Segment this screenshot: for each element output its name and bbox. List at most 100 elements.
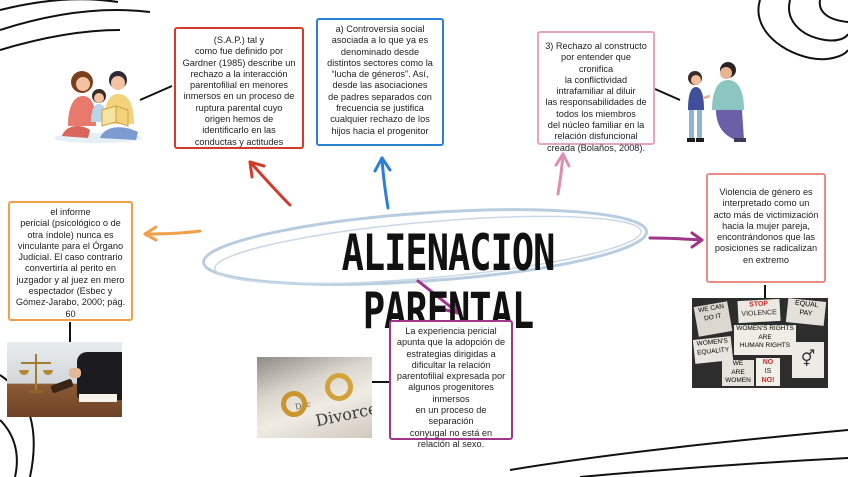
box-line: en extremo [713,255,819,266]
box-line: La experiencia pericial [396,326,506,337]
box-line: hijos hacia el progenitor [323,126,437,137]
sign-text: NO! [756,376,780,385]
box-line: la conflictividad [544,75,648,86]
box-line: “lucha de géneros”. Así, [323,69,437,80]
arrow-to-rechazo [556,154,569,194]
connector-nurse [655,89,680,100]
connector-family [140,86,172,100]
family-reading-illustration [52,66,144,144]
box-line: Judicial. El caso contrario [15,252,126,263]
box-line: las responsabilidades de [544,97,648,108]
violencia-genero-box: Violencia de género es interpretado como… [706,173,826,283]
controversia-box: a) Controversia social asociada a lo que… [316,18,444,146]
sign: WOMEN'S RIGHTS ARE HUMAN RIGHTS [734,325,796,355]
box-line: Gardner (1985) describe un [181,58,297,69]
box-line: estrategias dirigidas a [396,349,506,360]
box-line: acto más de victimización [713,210,819,221]
box-line: todos los miembros [544,109,648,120]
ring-left-icon [281,391,307,417]
box-line: relación disfuncional [544,131,648,142]
judge-gavel-photo [7,342,122,417]
box-line: a) Controversia social [323,24,437,35]
box-line: ruptura parental cuyo [181,103,297,114]
scales-icon [19,354,53,394]
box-line: pericial (psicológico o de [15,218,126,229]
box-line: distintos sectores como la [323,58,437,69]
box-line: espectador (Esbec y [15,286,126,297]
gavel-icon [50,378,73,393]
box-line: otra índole) nunca es [15,230,126,241]
nurse-child-illustration [680,56,752,146]
box-line: parentofilial en menores [181,80,297,91]
box-line: dificultar la relación [396,360,506,371]
sign-text: WE [722,360,754,369]
box-line: juzgador y al juez en mero [15,275,126,286]
sign-text: ARE [734,334,796,343]
box-line: apunta que la adopción de [396,337,506,348]
box-line: convertiría al perito en [15,263,126,274]
sign-text: NO [756,358,780,367]
sign-text: ARE [722,369,754,378]
box-line: rechazo a la interacción [181,69,297,80]
informe-pericial-box: el informe pericial (psicológico o de ot… [8,201,133,321]
sign: NO IS NO! [756,358,780,386]
box-line: encontrándonos que las [713,232,819,243]
box-line: Violencia de género es [713,187,819,198]
box-line: cualquier rechazo de los [323,114,437,125]
divorce-text: Divorce [314,399,372,431]
box-line: denominado desde [323,47,437,58]
protest-signs-photo: STOP VIOLENCE EQUAL PAY WOMEN'S RIGHTS A… [692,298,828,388]
sign: STOP VIOLENCE [737,299,780,323]
box-line: frecuencia se justifica [323,103,437,114]
box-line: vinculante para el Órgano [15,241,126,252]
sign: WE ARE WOMEN [722,360,754,386]
box-line: inmersos en un proceso de [181,91,297,102]
box-line: Gómez-Jarabo, 2000; pág. [15,297,126,308]
arrow-to-sap [250,162,290,205]
box-line: asociada a lo que ya es [323,35,437,46]
box-line: posiciones se radicalizan [713,243,819,254]
sign-text: HUMAN RIGHTS [734,342,796,351]
arrow-to-informe [145,227,200,240]
box-line: en un proceso de separación [396,405,506,428]
box-line: desde las asociaciones [323,80,437,91]
judge-arm [77,352,122,400]
scribble-top-right [758,0,848,59]
divorce-rings-photo: Divorce Dec [257,357,372,438]
box-line: parentofilial expresada por [396,371,506,382]
sign-text: VIOLENCE [738,308,780,319]
scribble-bottom-right [510,430,848,477]
sign: EQUAL PAY [786,298,826,326]
box-line: 3) Rechazo al constructo [544,41,648,52]
scribble-top-left [0,0,150,50]
box-line: creada (Bolaños, 2008). [544,143,648,154]
experiencia-pericial-box: La experiencia pericial apunta que la ad… [389,320,513,440]
box-line: origen hemos de [181,114,297,125]
box-line: el informe [15,207,126,218]
arrow-to-controversia [375,158,390,208]
box-line: (S.A.P.) tal y [181,35,297,46]
box-line: identificarlo en las [181,125,297,136]
box-line: por entender que cronifica [544,52,648,75]
box-line: de padres separados con [323,92,437,103]
box-line: intrafamiliar al diluir [544,86,648,97]
box-line: como fue definido por [181,46,297,57]
rechazo-box: 3) Rechazo al constructo por entender qu… [537,31,655,145]
box-line: inmersos [396,394,506,405]
box-line: hacia la mujer pareja, [713,221,819,232]
ring-right-icon [325,373,353,401]
box-line: 60 [15,309,126,320]
box-line: conductas y actitudes [181,137,297,148]
box-line: del núcleo familiar en la [544,120,648,131]
box-line: algunos progenitores [396,382,506,393]
arrow-to-violencia [650,233,702,247]
box-line: relación al sexo. [396,439,506,450]
box-line: conyugal no está en [396,428,506,439]
box-line: interpretado como un [713,198,819,209]
sign-text: WOMEN [722,377,754,386]
sign: WE CAN DO IT [694,301,733,336]
sap-definition-box: (S.A.P.) tal y como fue definido por Gar… [174,27,304,149]
gender-symbol-icon: ⚥ [792,342,824,378]
sign-text: IS [756,367,780,376]
sign-text: WOMEN'S RIGHTS [734,325,796,334]
